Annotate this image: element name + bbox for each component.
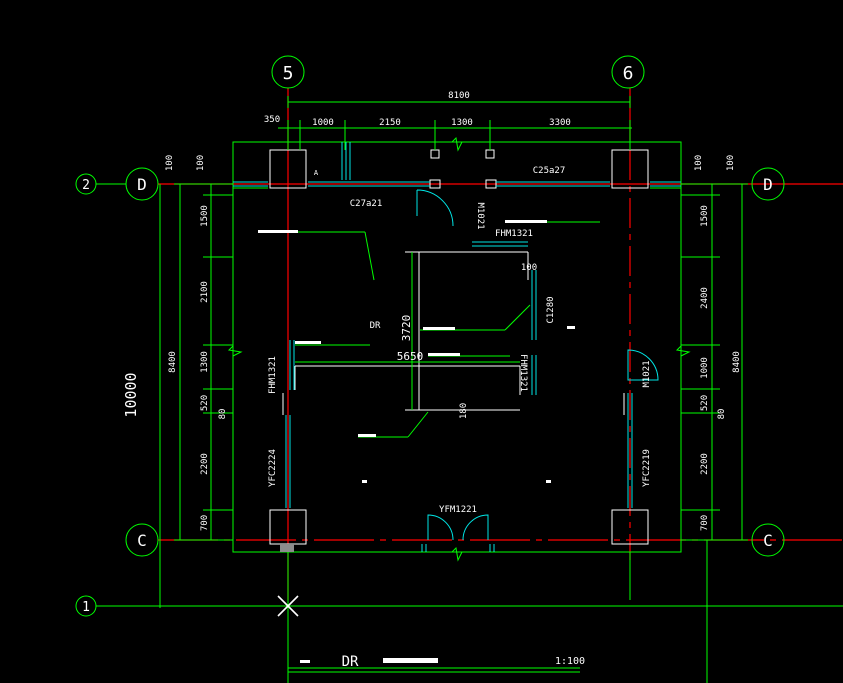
outer-wall (232, 141, 682, 553)
axis-label-6: 6 (623, 63, 634, 84)
label-dr: DR (370, 321, 381, 331)
dimension-lines (96, 96, 843, 683)
dim-left-1500: 1500 (200, 205, 210, 227)
label-fhm1321-inner: FHM1321 (518, 354, 528, 392)
door-yfm1221-left (427, 514, 454, 541)
dim-right-2200: 2200 (700, 453, 710, 475)
axis-label-5: 5 (283, 63, 294, 84)
dim-right-2400: 2400 (700, 287, 710, 309)
axis-label-1: 1 (82, 600, 90, 615)
dim-right-520: 520 (700, 395, 710, 411)
origin-cross-icon (277, 595, 299, 617)
dim-right-700: 700 (700, 515, 710, 531)
dim-right-sub: 8400 (732, 351, 742, 373)
door-m1021-right (627, 349, 659, 381)
title-scale: 1:100 (555, 656, 585, 667)
dim-top-s3: 1300 (451, 118, 473, 128)
dim-inner-100: 100 (521, 263, 537, 273)
dim-left-700: 700 (200, 515, 210, 531)
break-marks (227, 136, 691, 562)
doors (416, 189, 659, 541)
illegible-annotations (258, 220, 575, 663)
dim-top-s2: 2150 (379, 118, 401, 128)
dim-left-overall: 10000 (122, 372, 140, 417)
label-a-mark: A (314, 169, 319, 177)
axis-bubble-c-left[interactable] (125, 523, 159, 557)
axis-bubble-c-right[interactable] (751, 523, 785, 557)
axis-label-2: 2 (82, 178, 90, 193)
dim-right-1500: 1500 (700, 205, 710, 227)
dim-inner-3720: 3720 (400, 315, 413, 342)
interior-lines (282, 251, 625, 415)
label-m1021-top: M1021 (475, 202, 485, 229)
label-fhm1321-top: FHM1321 (495, 229, 533, 239)
dim-right-100b: 100 (726, 155, 736, 171)
dim-right-80: 80 (717, 409, 727, 420)
axis-label-d-left: D (137, 175, 147, 194)
dim-left-100b: 100 (196, 155, 206, 171)
dim-left-100a: 100 (165, 155, 175, 171)
axis-bubbles (75, 55, 785, 617)
door-m1021-top (416, 189, 454, 227)
columns (269, 149, 649, 545)
dim-right-1000: 1000 (700, 357, 710, 379)
small-post-1 (430, 149, 440, 159)
dim-top-s4: 3300 (549, 118, 571, 128)
dim-inner-5650: 5650 (397, 350, 424, 363)
dim-left-1300: 1300 (200, 351, 210, 373)
dim-top-total: 8100 (448, 91, 470, 101)
small-post-4 (485, 179, 497, 189)
windows (233, 142, 681, 552)
door-yfm1221-right (462, 514, 489, 541)
label-c1280: C1280 (546, 296, 556, 323)
axis-bubble-5[interactable] (271, 55, 305, 89)
dim-left-520: 520 (200, 395, 210, 411)
small-post-2 (485, 149, 495, 159)
column-base-fill (280, 544, 294, 552)
dim-inner-180: 180 (459, 403, 469, 419)
axis-bubble-1[interactable] (75, 595, 97, 617)
title-drawing-code: DR (342, 654, 359, 670)
small-post-3 (429, 179, 441, 189)
axis-label-c-left: C (137, 531, 147, 550)
axis-label-c-right: C (763, 531, 773, 550)
dim-top-offset: 350 (264, 115, 280, 125)
walls (232, 141, 682, 553)
dim-right-100a: 100 (694, 155, 704, 171)
label-fhm1321-left: FHM1321 (268, 356, 278, 394)
label-c27a21: C27a21 (350, 199, 383, 209)
axis-bubble-d-right[interactable] (751, 167, 785, 201)
column-bottom-right (611, 509, 649, 545)
dim-left-2200: 2200 (200, 453, 210, 475)
label-yfc2219: YFC2219 (642, 449, 652, 487)
label-yfm1221: YFM1221 (439, 505, 477, 515)
dim-top-s1: 1000 (312, 118, 334, 128)
axis-bubble-6[interactable] (611, 55, 645, 89)
dim-left-sub: 8400 (168, 351, 178, 373)
label-yfc2224: YFC2224 (268, 449, 278, 487)
axis-bubble-2[interactable] (75, 173, 97, 195)
dim-left-2100: 2100 (200, 281, 210, 303)
axis-label-d-right: D (763, 175, 773, 194)
axis-lines (158, 88, 843, 600)
dim-left-80: 80 (218, 409, 228, 420)
label-m1021-right: M1021 (642, 360, 652, 387)
label-c25a27: C25a27 (533, 166, 566, 176)
axis-bubble-d-left[interactable] (125, 167, 159, 201)
